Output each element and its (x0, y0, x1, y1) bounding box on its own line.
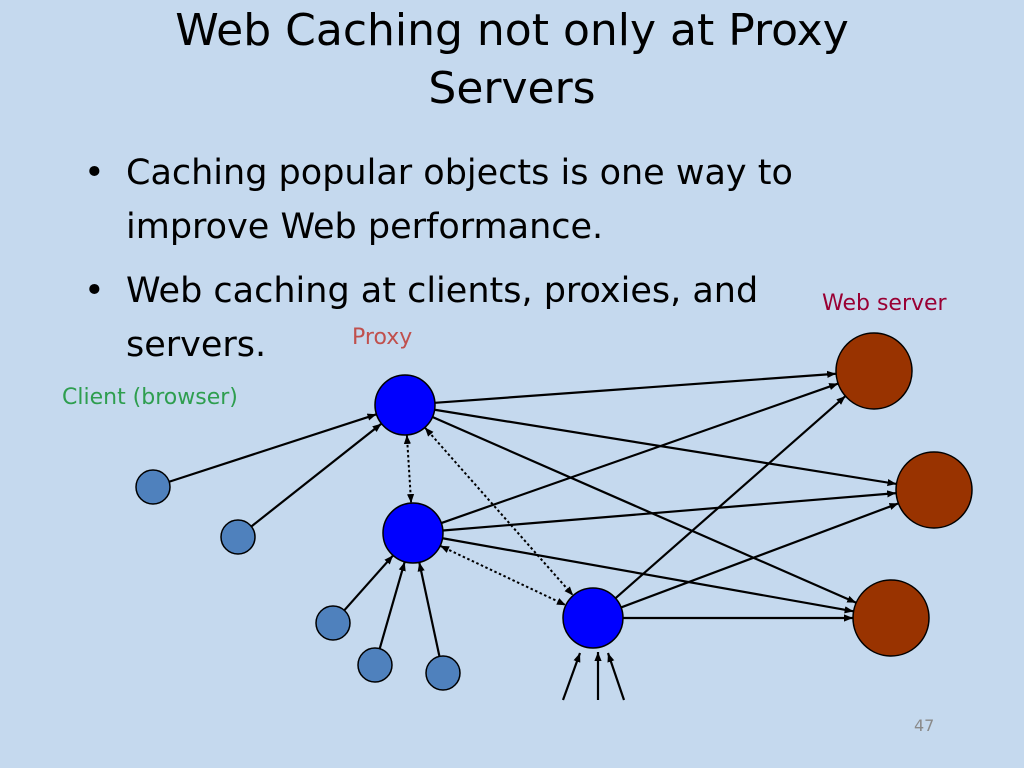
proxy-node (374, 374, 436, 436)
request-arrow (168, 413, 377, 483)
bullet-list: • Caching popular objects is one way to … (78, 146, 838, 382)
title-line-2: Servers (428, 63, 596, 114)
proxy-link-arrow (424, 426, 574, 597)
request-arrow (250, 422, 383, 528)
request-arrow (417, 562, 441, 657)
client-node (425, 655, 461, 691)
diagram-nodes (135, 332, 973, 691)
diagram-edges (168, 370, 899, 701)
slide-title: Web Caching not only at Proxy Servers (60, 2, 964, 118)
proxy-node (562, 587, 624, 649)
request-arrow (343, 554, 394, 612)
incoming-arrow (561, 652, 582, 701)
bullet-line: Web caching at clients, proxies, and (126, 271, 759, 311)
bullet-item: • Web caching at clients, proxies, and s… (78, 264, 838, 372)
proxy-label: Proxy (352, 325, 413, 350)
request-arrow (378, 561, 406, 649)
web-server-node (895, 451, 973, 529)
request-arrow (614, 395, 847, 600)
client-node (135, 469, 171, 505)
bullet-item: • Caching popular objects is one way to … (78, 146, 838, 254)
web-server-node (852, 579, 930, 657)
bullet-line: Caching popular objects is one way to (126, 153, 793, 193)
page-number: 47 (914, 716, 935, 735)
bullet-icon: • (84, 153, 105, 193)
bullet-line: improve Web performance. (126, 207, 604, 247)
bullet-line: servers. (126, 325, 267, 365)
request-arrow (434, 370, 837, 404)
client-label: Client (browser) (62, 385, 238, 410)
client-node (315, 605, 351, 641)
bullet-icon: • (84, 271, 105, 311)
proxy-link-arrow (403, 434, 415, 504)
request-arrow (434, 408, 897, 487)
title-line-1: Web Caching not only at Proxy (175, 5, 849, 56)
web-server-node (835, 332, 913, 410)
proxy-node (382, 502, 444, 564)
incoming-arrow (606, 652, 626, 701)
client-node (220, 519, 256, 555)
client-node (357, 647, 393, 683)
proxy-link-arrow (439, 544, 567, 607)
request-arrow (620, 502, 899, 609)
web-server-label: Web server (822, 291, 947, 316)
